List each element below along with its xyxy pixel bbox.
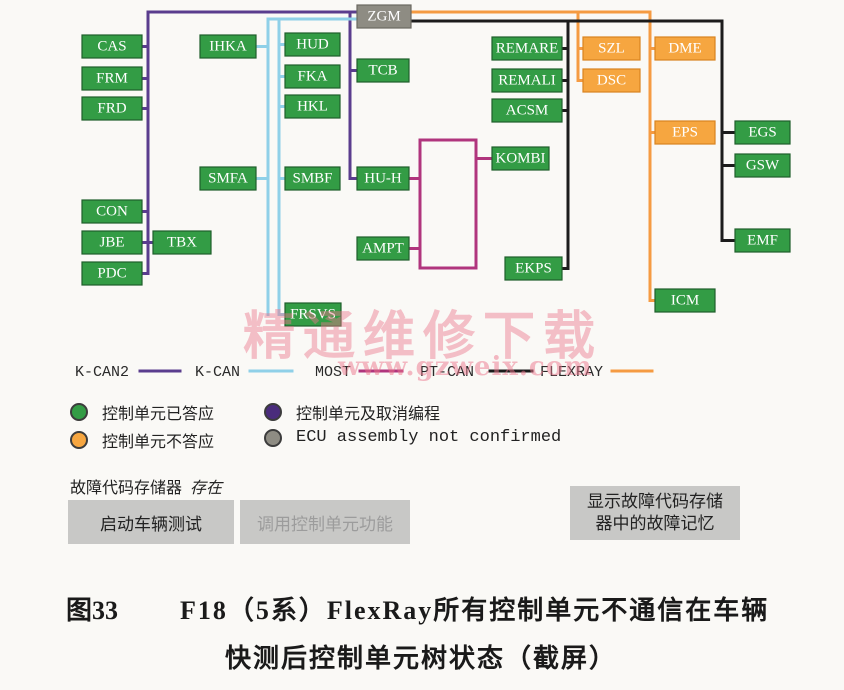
ecu-label: FRSVS xyxy=(290,307,336,323)
ecu-label: SMBF xyxy=(292,171,332,187)
ecu-label: CAS xyxy=(97,39,126,55)
legend-label-most: MOST xyxy=(315,364,351,381)
status-legend-not-confirmed: ECU assembly not confirmed xyxy=(264,428,561,447)
status-dot-orange xyxy=(70,431,88,449)
fault-memory-state: 存在 xyxy=(190,478,223,497)
ecu-label: EKPS xyxy=(515,261,552,277)
ecu-ihka[interactable]: IHKA xyxy=(199,34,257,59)
ecu-emf[interactable]: EMF xyxy=(734,228,791,253)
ecu-label: KOMBI xyxy=(495,151,545,167)
ecu-kombi[interactable]: KOMBI xyxy=(491,146,550,171)
show-fault-memory-label: 显示故障代码存储器中的故障记忆 xyxy=(587,492,723,534)
ecu-label: EMF xyxy=(747,233,778,249)
ecu-zgm-gateway[interactable]: ZGM xyxy=(356,4,412,29)
ecu-label: FKA xyxy=(297,69,327,85)
ecu-label: DME xyxy=(668,41,701,57)
ecu-pdc[interactable]: PDC xyxy=(81,261,143,286)
ecu-fka[interactable]: FKA xyxy=(284,64,341,89)
ecu-label: HKL xyxy=(297,99,328,115)
status-dot-gray xyxy=(264,428,282,447)
ecu-label: JBE xyxy=(99,235,124,251)
figure-number: 图33 xyxy=(66,596,119,625)
fault-memory-status: 故障代码存储器存在 xyxy=(70,474,222,498)
status-legend-responding: 控制单元已答应 xyxy=(70,400,214,424)
status-label: 控制单元不答应 xyxy=(102,432,215,451)
ecu-label: SMFA xyxy=(208,171,248,187)
ecu-label: REMARE xyxy=(496,41,559,57)
legend-label-flexray: FLEXRAY xyxy=(540,364,603,381)
status-dot-green xyxy=(70,403,88,421)
ecu-label: DSC xyxy=(597,73,626,89)
start-vehicle-test-button[interactable]: 启动车辆测试 xyxy=(68,500,234,544)
status-dot-purple xyxy=(264,403,282,421)
ecu-tcb[interactable]: TCB xyxy=(356,58,410,83)
ecu-label: FRM xyxy=(96,71,128,87)
ecu-label: IHKA xyxy=(209,39,247,55)
ecu-label: TCB xyxy=(368,63,397,79)
ecu-label: EPS xyxy=(672,125,698,141)
ecu-ampt[interactable]: AMPT xyxy=(356,236,410,261)
ecu-tbx[interactable]: TBX xyxy=(152,230,212,255)
ecu-label: REMALI xyxy=(498,73,556,89)
ecu-ekps[interactable]: EKPS xyxy=(504,256,563,281)
ecu-frm[interactable]: FRM xyxy=(81,66,143,91)
ecu-label: ACSM xyxy=(506,103,549,119)
figure-caption-line1: F18（5系）FlexRay所有控制单元不通信在车辆 xyxy=(180,596,770,625)
ecu-eps[interactable]: EPS xyxy=(654,120,716,145)
ecu-smfa[interactable]: SMFA xyxy=(199,166,257,191)
ecu-remali[interactable]: REMALI xyxy=(491,68,563,93)
legend-label-pt-can: PT-CAN xyxy=(420,364,474,381)
control-unit-tree: ZGM CAS FRM FRD CON JBE PDC TBX IHKA HUD… xyxy=(75,4,791,381)
ecu-label: PDC xyxy=(97,266,126,282)
call-ecu-functions-button[interactable]: 调用控制单元功能 xyxy=(240,500,410,544)
ecu-cas[interactable]: CAS xyxy=(81,34,143,59)
ecu-label: ZGM xyxy=(367,9,400,25)
ecu-label: FRD xyxy=(97,101,126,117)
figure-caption-line2: 快测后控制单元树状态（截屏） xyxy=(225,644,618,673)
ecu-label: SZL xyxy=(598,41,625,57)
ecu-acsm[interactable]: ACSM xyxy=(491,98,563,123)
status-legend-not-responding: 控制单元不答应 xyxy=(70,428,214,452)
ecu-label: EGS xyxy=(748,125,776,141)
ecu-frd[interactable]: FRD xyxy=(81,96,143,121)
ecu-jbe[interactable]: JBE xyxy=(81,230,143,255)
ecu-label: GSW xyxy=(746,158,780,174)
status-label: 控制单元已答应 xyxy=(102,404,215,423)
ecu-smbf[interactable]: SMBF xyxy=(284,166,341,191)
ecu-con[interactable]: CON xyxy=(81,199,143,224)
ecu-hu-h[interactable]: HU-H xyxy=(356,166,410,191)
ecu-hkl[interactable]: HKL xyxy=(284,94,341,119)
status-label: 控制单元及取消编程 xyxy=(296,404,441,423)
ecu-dsc[interactable]: DSC xyxy=(582,68,641,93)
ecu-dme[interactable]: DME xyxy=(654,36,716,61)
ecu-szl[interactable]: SZL xyxy=(582,36,641,61)
fault-memory-label: 故障代码存储器 xyxy=(70,478,183,497)
ecu-label: CON xyxy=(96,204,128,220)
legend-label-k-can2: K-CAN2 xyxy=(75,364,129,381)
ecu-gsw[interactable]: GSW xyxy=(734,153,791,178)
show-fault-memory-button[interactable]: 显示故障代码存储器中的故障记忆 xyxy=(570,486,740,540)
ecu-frsvs[interactable]: FRSVS xyxy=(284,302,342,327)
bus-k-can2 xyxy=(140,10,359,275)
ecu-label: ICM xyxy=(671,293,699,309)
ecu-label: HUD xyxy=(296,37,329,53)
status-legend-programming: 控制单元及取消编程 xyxy=(264,400,440,424)
ecu-hud[interactable]: HUD xyxy=(284,32,341,57)
bus-flexray xyxy=(409,10,657,302)
ecu-remare[interactable]: REMARE xyxy=(491,36,563,61)
ecu-label: AMPT xyxy=(362,241,404,257)
bus-pt-can xyxy=(409,19,737,270)
bus-k-can xyxy=(254,17,359,316)
status-label: ECU assembly not confirmed xyxy=(296,428,562,447)
ecu-icm[interactable]: ICM xyxy=(654,288,716,313)
legend-label-k-can: K-CAN xyxy=(195,364,240,381)
ecu-label: TBX xyxy=(167,235,197,251)
ecu-label: HU-H xyxy=(364,171,402,187)
bus-legend: K-CAN2 K-CAN MOST PT-CAN FLEXRAY xyxy=(75,364,654,381)
ecu-egs[interactable]: EGS xyxy=(734,120,791,145)
bus-most-ring xyxy=(407,138,494,270)
